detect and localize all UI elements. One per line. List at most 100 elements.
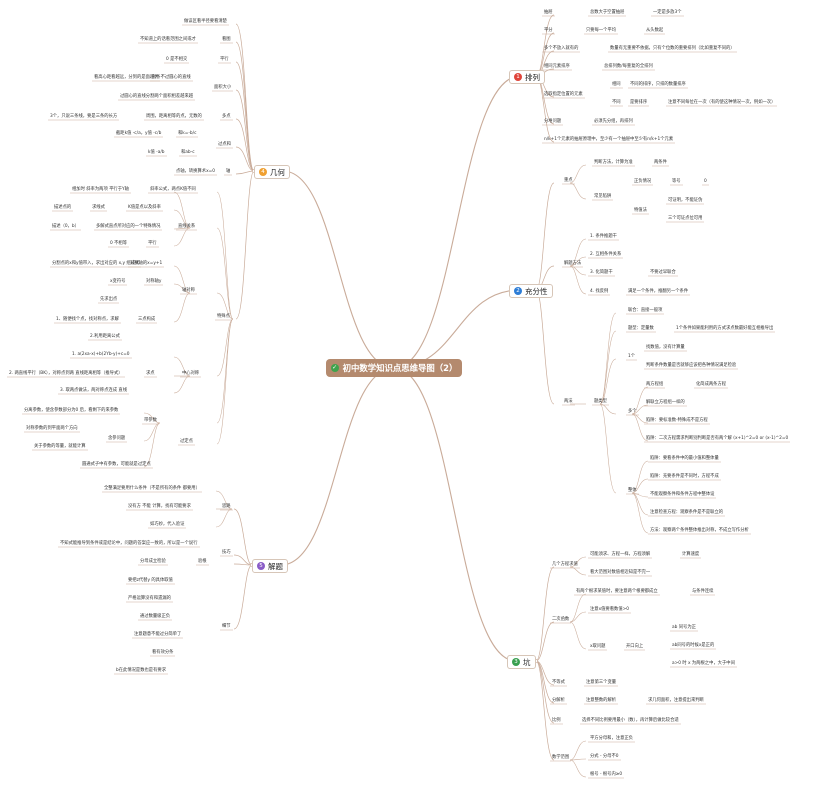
branch-pitfalls[interactable]: 3 坑 — [507, 655, 536, 669]
node: 解联立方程组一样的 — [646, 400, 685, 405]
connector-line — [173, 191, 191, 229]
node: 不等式 — [552, 680, 565, 685]
node: 二次函数 — [552, 617, 570, 622]
node: 1个条件如果能利用的方式求点数最好能互相推导出 — [676, 326, 774, 331]
connector-line — [216, 318, 234, 377]
node: n/k+1个元素的抽屉原理中，至少有一个抽屉中至少有n/k+1个元素 — [544, 137, 674, 142]
branch-label: 坑 — [523, 657, 531, 667]
node: 看图 — [222, 37, 231, 42]
branch-label: 排列 — [525, 72, 540, 82]
connector-line — [173, 292, 191, 323]
connector-line — [631, 404, 649, 415]
node: 0 不相等 — [110, 241, 127, 246]
connector-line — [143, 412, 161, 424]
node: 相加时 斜率为两项 平行于Y轴 — [72, 187, 129, 192]
node: 开口向上 — [626, 644, 644, 649]
root-node[interactable]: ✓ 初中数学知识点思维导图（2） — [326, 359, 462, 377]
connector-line — [569, 759, 587, 778]
node: 2.利用距离公式 — [90, 334, 120, 339]
connector-line — [569, 256, 587, 267]
branch-number-badge: 2 — [514, 287, 522, 295]
connector-line — [599, 330, 617, 405]
node: 满足一个条件，推翻另一个条件 — [628, 289, 689, 294]
connector-line — [143, 422, 161, 468]
root-title: 初中数学知识点思维导图（2） — [342, 363, 458, 373]
connector-line — [216, 227, 234, 320]
node: 题型：定量数 — [628, 326, 654, 331]
node: 注意不同每位在一次（有的使这种情况一次，例如一次） — [668, 100, 776, 105]
node: 总排列数/每重复的全排列 — [604, 64, 653, 69]
node: 对称参数的到平面两个方向 — [26, 426, 78, 431]
node: 周围，距离相等的点，无数的 — [146, 114, 202, 119]
branch-solving[interactable]: 5 解题 — [252, 559, 288, 573]
node: 题类型 — [594, 399, 607, 404]
connector-line — [216, 318, 234, 424]
node: 关于参数的等量，就能计算 — [34, 444, 86, 449]
node: 描述点的 — [54, 205, 72, 210]
node: ab同号的时候x是正的 — [672, 643, 715, 648]
connector-line — [631, 492, 649, 534]
node: 抽屉 — [544, 10, 553, 15]
node: 判断条件数量是否就够应该把各种情况满足检验 — [646, 363, 737, 368]
node: 先求出点 — [100, 297, 118, 302]
node: 整体 — [628, 488, 637, 493]
node: 求几何面积，注意提出来判断 — [648, 698, 704, 703]
node: 分堆问题 — [544, 119, 562, 124]
connector-line — [569, 164, 587, 184]
node: 过定点 — [180, 439, 193, 444]
node: 常见陷阱 — [594, 194, 612, 199]
node: 比例 — [552, 718, 561, 723]
node: 联合：直接一般项 — [628, 308, 663, 313]
connector-line — [569, 611, 587, 623]
connector-line — [569, 758, 587, 761]
branch-geometry[interactable]: 4 几何 — [254, 165, 290, 179]
node: 求点 — [146, 371, 155, 376]
branch-number-badge: 5 — [257, 562, 265, 570]
branch-number-badge: 4 — [259, 168, 267, 176]
node: 做误区看半径要看清楚 — [184, 19, 227, 24]
node: 含参问题 — [108, 436, 126, 441]
node: 可能须求、方程一样，方程须解 — [590, 552, 651, 557]
node: 验根 — [198, 559, 207, 564]
connector-line — [569, 593, 587, 623]
node: 0 — [704, 179, 707, 184]
connector-line — [173, 375, 191, 394]
node: 选择不同比例要用最小（数），再计算后做比较合适 — [582, 718, 679, 723]
connector-line — [235, 170, 255, 320]
node: 和ab-c — [181, 150, 195, 155]
branch-sufficiency[interactable]: 2 充分性 — [509, 284, 553, 298]
node: 选取指定位置的元素 — [544, 92, 583, 97]
node: 从头数起 — [646, 28, 664, 33]
connector-line — [235, 89, 255, 172]
node: 平分 — [544, 28, 553, 33]
node: b在此情况是数也是有要求 — [116, 668, 166, 673]
connector-line — [569, 566, 587, 576]
node: 如巧妙，代入验证 — [150, 522, 185, 527]
branch-number-badge: 3 — [512, 658, 520, 666]
branch-sorting[interactable]: 1 排列 — [509, 70, 545, 84]
node: 过点和 — [218, 142, 231, 147]
node: 数学范围 — [552, 755, 570, 760]
node: 总数大于空置抽屉 — [590, 10, 625, 15]
node: 多个不放入就有的 — [544, 46, 579, 51]
node: 两法 — [564, 399, 573, 404]
node: ab 同号为正 — [672, 625, 696, 630]
node: 过圆心的直线分割两个面积相差越来越 — [120, 94, 194, 99]
node: 化简成两条方程 — [696, 382, 727, 387]
node: 计算速度 — [682, 552, 700, 557]
connector-line — [535, 566, 555, 662]
connector-line — [282, 170, 395, 369]
connector-line — [216, 318, 234, 445]
node: 不要过早联合 — [650, 270, 676, 275]
node: 平行 — [148, 241, 157, 246]
connector-line — [173, 227, 191, 247]
connector-line — [216, 292, 234, 320]
node: 多解式直点所对应的一个特殊情况 — [96, 224, 161, 229]
node: 有两个根求某值时，要注意两个根要都成立 — [576, 589, 658, 594]
node: 不知道上的话看范围之间或才 — [140, 37, 196, 42]
node: 不知式能推导到条件或是结论中，问题的答案应一致的，所以是一个说行 — [60, 541, 198, 546]
connector-line — [535, 75, 555, 143]
branch-label: 解题 — [268, 561, 283, 571]
node: 数量有无重要不依据，只有个位数的重要排列（比如重复不同的） — [610, 46, 735, 51]
node: 几个方程求值 — [552, 562, 578, 567]
